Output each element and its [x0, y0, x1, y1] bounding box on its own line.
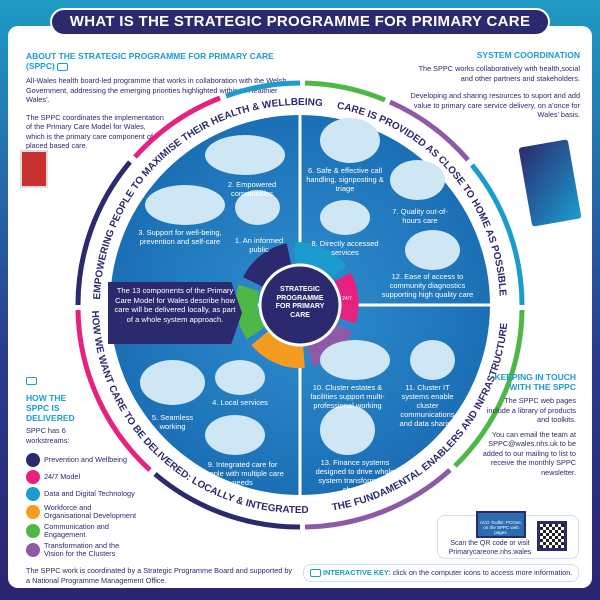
page-title: WHAT IS THE STRATEGIC PROGRAMME FOR PRIM… — [50, 8, 550, 54]
toolkit-screen[interactable]: ACD Toolkit: PCOne, on the SPPC web page… — [476, 511, 526, 538]
component-9[interactable]: 9. Integrated care for people with multi… — [201, 460, 284, 487]
component-3[interactable]: 3. Support for well-being, prevention an… — [138, 228, 222, 246]
illustration-direct-access — [320, 200, 370, 235]
workstream-label: Communication and Engagement — [44, 522, 109, 539]
illustration-it — [410, 340, 455, 380]
component-12[interactable]: 12. Ease of access to community diagnost… — [381, 272, 474, 299]
system-section: SYSTEM COORDINATION The SPPC works colla… — [405, 50, 580, 120]
component-4[interactable]: 4. Local services — [212, 398, 268, 407]
about-p2: The SPPC coordinates the implementation … — [26, 112, 164, 151]
workstream-label: 24/7 Model — [44, 472, 81, 481]
about-p1: All-Wales health board-led programme tha… — [26, 76, 287, 104]
illustration-local — [215, 360, 265, 395]
computer-icon[interactable] — [26, 376, 37, 385]
delivered-footer: The SPPC work is coordinated by a Strate… — [26, 566, 293, 585]
report-thumbnail[interactable] — [20, 150, 48, 188]
workstream-icon — [26, 487, 40, 501]
keeping-p1: The SPPC web pages include a library of … — [486, 396, 576, 424]
component-8[interactable]: 8. Directly accessed services — [311, 239, 379, 257]
system-p2: Developing and sharing resources to supo… — [410, 91, 580, 119]
component-10[interactable]: 10. Cluster estates & facilities support… — [310, 383, 385, 410]
workstream-icon — [26, 453, 40, 467]
workstream-item: Workforce and Organisational Development — [26, 504, 138, 520]
delivered-heading: HOW THE SPPC IS DELIVERED — [26, 393, 75, 423]
component-1[interactable]: 1. An informed public — [234, 236, 284, 254]
qr-code[interactable] — [537, 521, 567, 551]
keeping-heading: KEEPING IN TOUCH WITH THE SPPC — [494, 372, 576, 392]
illustration-seamless — [140, 360, 205, 405]
illustration-finance — [320, 405, 375, 455]
workstream-icon — [26, 505, 40, 519]
illustration-wellbeing — [145, 185, 225, 225]
workstream-icon — [26, 543, 40, 557]
interactive-key: INTERACTIVE KEY: click on the computer i… — [303, 564, 579, 582]
workstream-item: Data and Digital Technology — [26, 487, 138, 501]
component-13[interactable]: 13. Finance systems designed to drive wh… — [315, 458, 395, 494]
about-heading: ABOUT THE STRATEGIC PROGRAMME FOR PRIMAR… — [26, 51, 274, 71]
about-section: ABOUT THE STRATEGIC PROGRAMME FOR PRIMAR… — [26, 51, 296, 151]
delivered-intro: SPPC has 6 workstreams: — [26, 426, 70, 445]
illustration-public — [235, 190, 280, 225]
illustration-diagnostics — [405, 230, 460, 270]
component-6[interactable]: 6. Safe & effective call handling, signp… — [306, 166, 384, 193]
workstream-label: Transformation and the Vision for the Cl… — [44, 541, 120, 558]
illustration-communities — [205, 135, 285, 175]
workstream-item: Communication and Engagement — [26, 523, 138, 539]
components-callout: The 13 components of the Primary Care Mo… — [108, 282, 242, 344]
illustration-estates — [320, 340, 390, 380]
workstream-label: Workforce and Organisational Development — [44, 503, 137, 520]
computer-icon[interactable] — [57, 62, 69, 71]
system-heading: SYSTEM COORDINATION — [476, 50, 580, 60]
keeping-section: KEEPING IN TOUCH WITH THE SPPC The SPPC … — [482, 372, 576, 477]
qr-text[interactable]: Scan the QR code or visit Primarycareone… — [448, 540, 532, 556]
workstream-icon — [26, 470, 40, 484]
illustration-call-handling — [320, 118, 380, 163]
component-11[interactable]: 11. Cluster IT systems enable cluster co… — [399, 383, 456, 428]
workstream-item: Prevention and Wellbeing — [26, 453, 138, 467]
workstream-item: Transformation and the Vision for the Cl… — [26, 542, 138, 558]
ring-color-arcs — [75, 80, 525, 530]
delivered-section: HOW THE SPPC IS DELIVERED SPPC has 6 wor… — [26, 372, 138, 561]
keeping-p2: You can email the team at SPPC@wales.nhs… — [482, 429, 576, 477]
illustration-integrated — [205, 415, 265, 455]
workstream-label: Prevention and Wellbeing — [44, 455, 128, 464]
component-5[interactable]: 5. Seamless working — [151, 413, 194, 431]
badge-24-7: 24/7 — [342, 296, 352, 302]
workstream-label: Data and Digital Technology — [44, 489, 135, 498]
component-2[interactable]: 2. Empowered communities — [227, 180, 277, 198]
workstream-icon — [26, 524, 40, 538]
illustration-out-of-hours — [390, 160, 445, 200]
workstream-item: 24/7 Model — [26, 470, 138, 484]
component-7[interactable]: 7. Quality out-of-hours care — [392, 207, 448, 225]
system-p1: The SPPC works collaboratively with heal… — [418, 64, 580, 83]
computer-icon[interactable] — [310, 569, 321, 578]
